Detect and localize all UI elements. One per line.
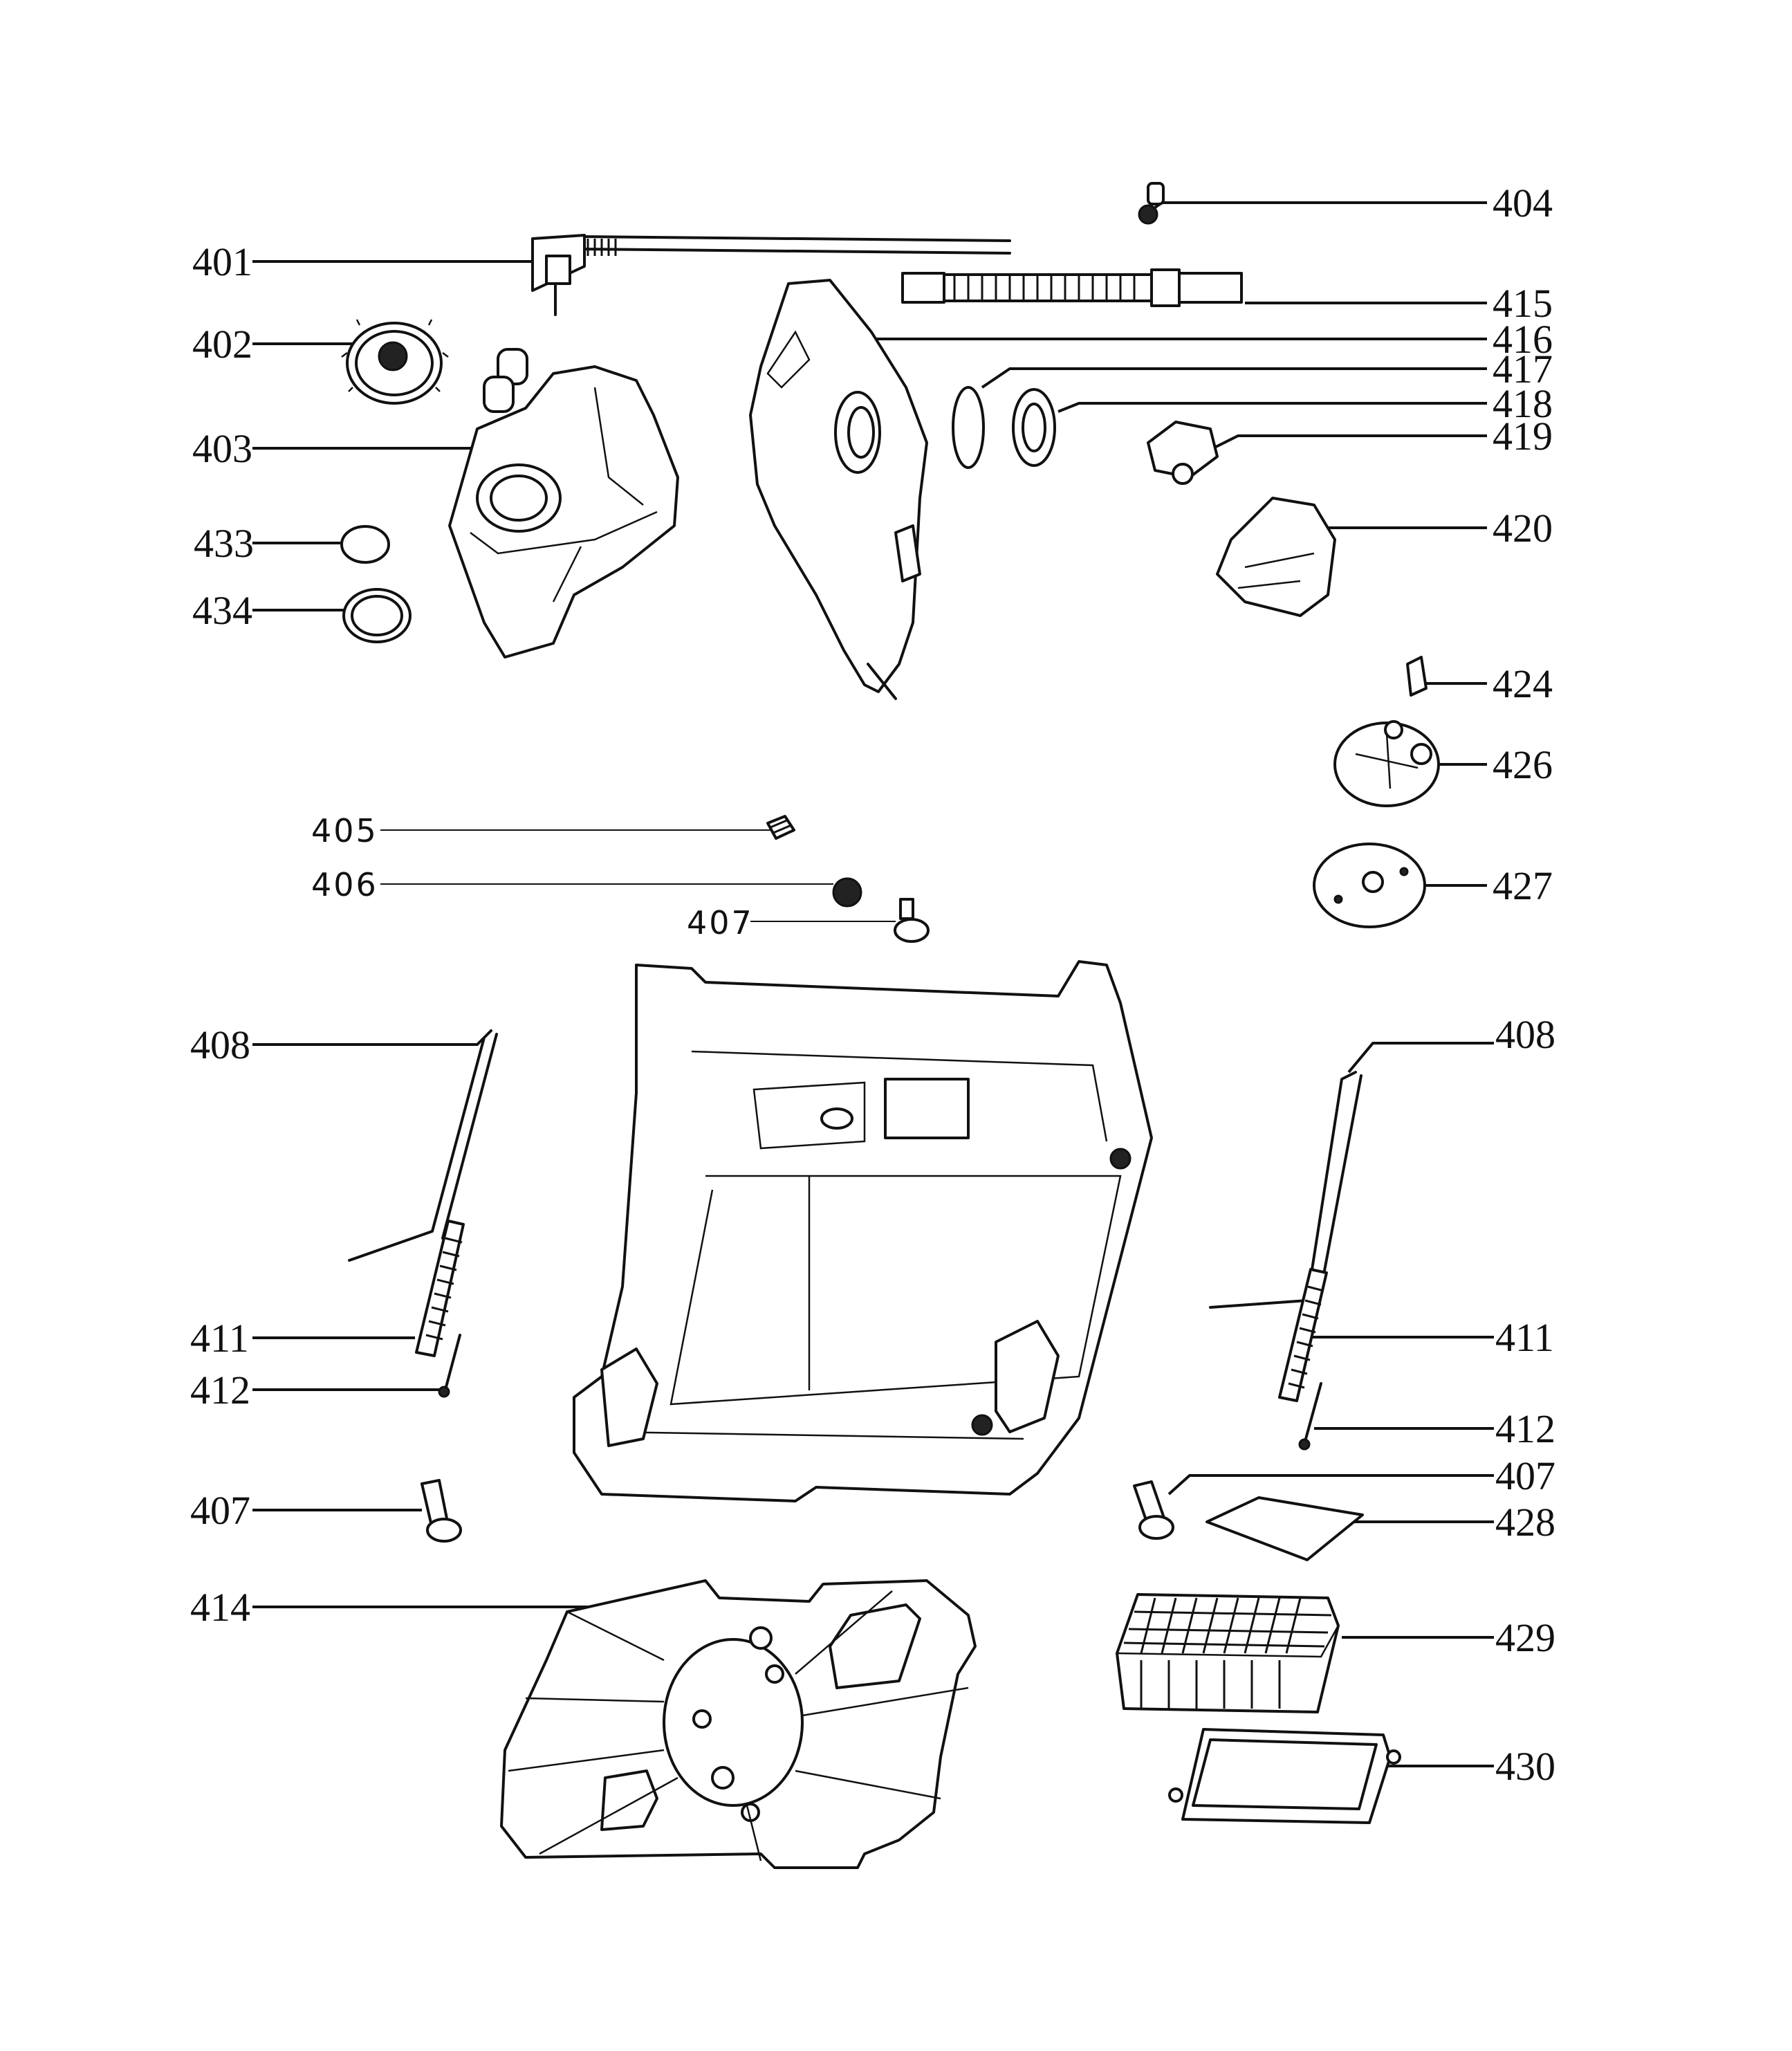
clip-424-icon	[1406, 656, 1428, 697]
base-frame-icon	[573, 960, 1153, 1502]
nut-406-icon	[832, 877, 862, 908]
plate-427-icon	[1313, 843, 1426, 928]
label-417: 417	[1493, 347, 1553, 392]
gasket-434-icon	[342, 588, 412, 643]
filter-basket-icon	[1116, 1593, 1340, 1713]
disc-418-icon	[1012, 388, 1056, 467]
sheet-428-icon	[1206, 1496, 1364, 1561]
label-406: 406	[311, 866, 378, 903]
bottom-plate-icon	[500, 1579, 977, 1869]
label-419: 419	[1493, 414, 1553, 459]
cover-426-icon	[1333, 720, 1440, 807]
label-407-upper: 407	[687, 904, 754, 941]
pin-left-icon	[438, 1334, 461, 1398]
label-429: 429	[1495, 1615, 1555, 1660]
label-428: 428	[1495, 1500, 1555, 1545]
label-433: 433	[194, 521, 254, 566]
label-424: 424	[1493, 661, 1553, 706]
door-link-wire-right-icon	[1209, 1071, 1363, 1309]
spring-left-icon	[415, 1220, 465, 1357]
salt-container-icon	[448, 348, 679, 659]
drain-hose-icon	[901, 268, 1243, 307]
foot-407-upper-icon	[894, 898, 930, 943]
label-414: 414	[190, 1585, 250, 1630]
label-411-right: 411	[1495, 1315, 1554, 1360]
label-407-right: 407	[1495, 1453, 1555, 1498]
label-418: 418	[1493, 381, 1553, 426]
label-412-left: 412	[190, 1368, 250, 1413]
power-cable-icon	[531, 234, 1011, 316]
label-411-left: 411	[190, 1316, 249, 1361]
label-408-right: 408	[1495, 1012, 1555, 1057]
label-402: 402	[192, 322, 252, 367]
label-426: 426	[1493, 742, 1553, 787]
label-407-left: 407	[190, 1488, 250, 1533]
label-427: 427	[1493, 863, 1553, 908]
label-412-right: 412	[1495, 1406, 1555, 1451]
label-405: 405	[311, 812, 378, 849]
label-404: 404	[1493, 181, 1553, 226]
screw-405-icon	[766, 815, 795, 840]
foot-407-right-icon	[1133, 1480, 1174, 1540]
heat-exchanger-panel-icon	[749, 279, 928, 700]
label-434: 434	[192, 588, 252, 633]
salt-cap-icon	[341, 319, 449, 405]
part-labels: 401 402 403 433 434 405 406 407 408 411 …	[190, 181, 1555, 1789]
ring-417-icon	[952, 386, 985, 469]
spring-right-icon	[1278, 1268, 1328, 1402]
small-valve-404-icon	[1138, 182, 1165, 225]
sensor-419-icon	[1147, 421, 1219, 485]
door-link-wire-left-icon	[348, 1029, 498, 1262]
label-430: 430	[1495, 1744, 1555, 1789]
pin-right-icon	[1298, 1382, 1322, 1451]
label-408-left: 408	[190, 1022, 250, 1067]
bracket-420-icon	[1216, 497, 1336, 617]
label-415: 415	[1493, 281, 1553, 326]
label-401: 401	[192, 239, 252, 284]
label-420: 420	[1493, 506, 1553, 551]
label-403: 403	[192, 426, 252, 471]
o-ring-433-icon	[340, 525, 390, 564]
tray-430-icon	[1168, 1728, 1401, 1824]
label-416: 416	[1493, 317, 1553, 362]
foot-407-left-icon	[421, 1479, 462, 1543]
